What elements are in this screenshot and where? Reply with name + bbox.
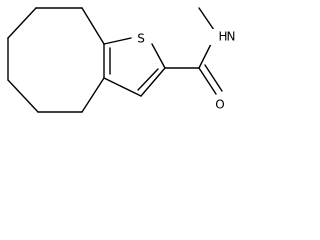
bond-s-c2 bbox=[151, 43, 166, 69]
carboxamide-group bbox=[164, 7, 223, 95]
thiophene-ring bbox=[103, 37, 166, 97]
atom-oxygen: O bbox=[212, 97, 228, 113]
bond-carbonyl-n bbox=[198, 43, 212, 69]
bond-ring-c7-c8 bbox=[81, 77, 105, 113]
bond-c2-c3-double bbox=[137, 68, 159, 91]
bond-c3-c3a bbox=[103, 77, 142, 97]
bond-ring-c3-c4 bbox=[7, 7, 37, 39]
bond-c2-c3 bbox=[140, 67, 166, 97]
atom-label-oxygen: O bbox=[215, 98, 224, 112]
bond-n-methyl bbox=[198, 7, 215, 31]
bond-c8a-s bbox=[103, 37, 132, 45]
atom-label-sulfur: S bbox=[137, 32, 145, 46]
bond-ring-c5-c6 bbox=[7, 79, 39, 113]
atom-label-nitrogen: N bbox=[227, 30, 236, 44]
atom-sulfur: S bbox=[134, 30, 148, 46]
cyclooctane-ring bbox=[7, 7, 105, 113]
atom-label-nitrogen-hydrogen: H bbox=[218, 30, 227, 44]
chemical-structure-diagram: S H N O bbox=[7, 7, 236, 113]
atom-nitrogen: H N bbox=[210, 29, 236, 45]
bond-carbonyl-o-double bbox=[204, 64, 223, 92]
bond-ring-c1-c2 bbox=[81, 7, 105, 45]
bond-carbonyl-o bbox=[198, 67, 217, 95]
